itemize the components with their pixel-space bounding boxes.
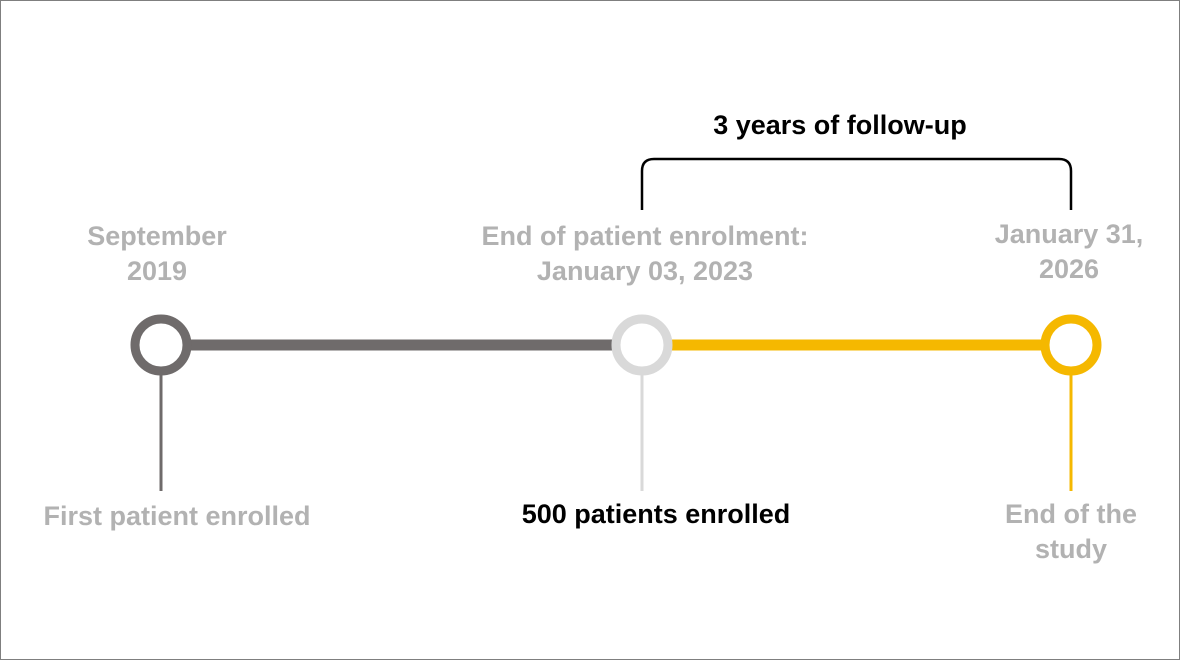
milestone-marker-end-enrolment bbox=[611, 314, 673, 376]
followup-label: 3 years of follow-up bbox=[670, 108, 1010, 143]
milestone-date-line: End of patient enrolment: bbox=[481, 221, 809, 251]
milestone-caption-end-study: End of the study bbox=[971, 497, 1171, 567]
followup-label-text: 3 years of follow-up bbox=[713, 110, 967, 140]
milestone-caption-line: End of the bbox=[1005, 499, 1137, 529]
milestone-marker-first-enrolment bbox=[130, 314, 192, 376]
milestone-date-line: January 31, bbox=[994, 219, 1144, 249]
milestone-caption-line: study bbox=[1034, 534, 1107, 564]
milestone-date-line: January 03, 2023 bbox=[536, 256, 754, 286]
milestone-date-line: 2026 bbox=[1038, 254, 1100, 284]
milestone-caption-line: 500 patients enrolled bbox=[521, 499, 791, 529]
milestone-marker-end-study bbox=[1040, 314, 1102, 376]
milestone-date-end-study: January 31, 2026 bbox=[969, 217, 1169, 287]
milestone-caption-line: First patient enrolled bbox=[43, 501, 311, 531]
milestone-caption-first-enrolment: First patient enrolled bbox=[17, 499, 337, 534]
milestone-date-line: 2019 bbox=[126, 256, 188, 286]
milestone-date-end-enrolment: End of patient enrolment: January 03, 20… bbox=[445, 219, 845, 289]
milestone-caption-end-enrolment: 500 patients enrolled bbox=[486, 497, 826, 532]
milestone-date-line: September bbox=[87, 221, 227, 251]
followup-bracket bbox=[640, 157, 1073, 210]
milestone-date-first-enrolment: September 2019 bbox=[37, 219, 277, 289]
